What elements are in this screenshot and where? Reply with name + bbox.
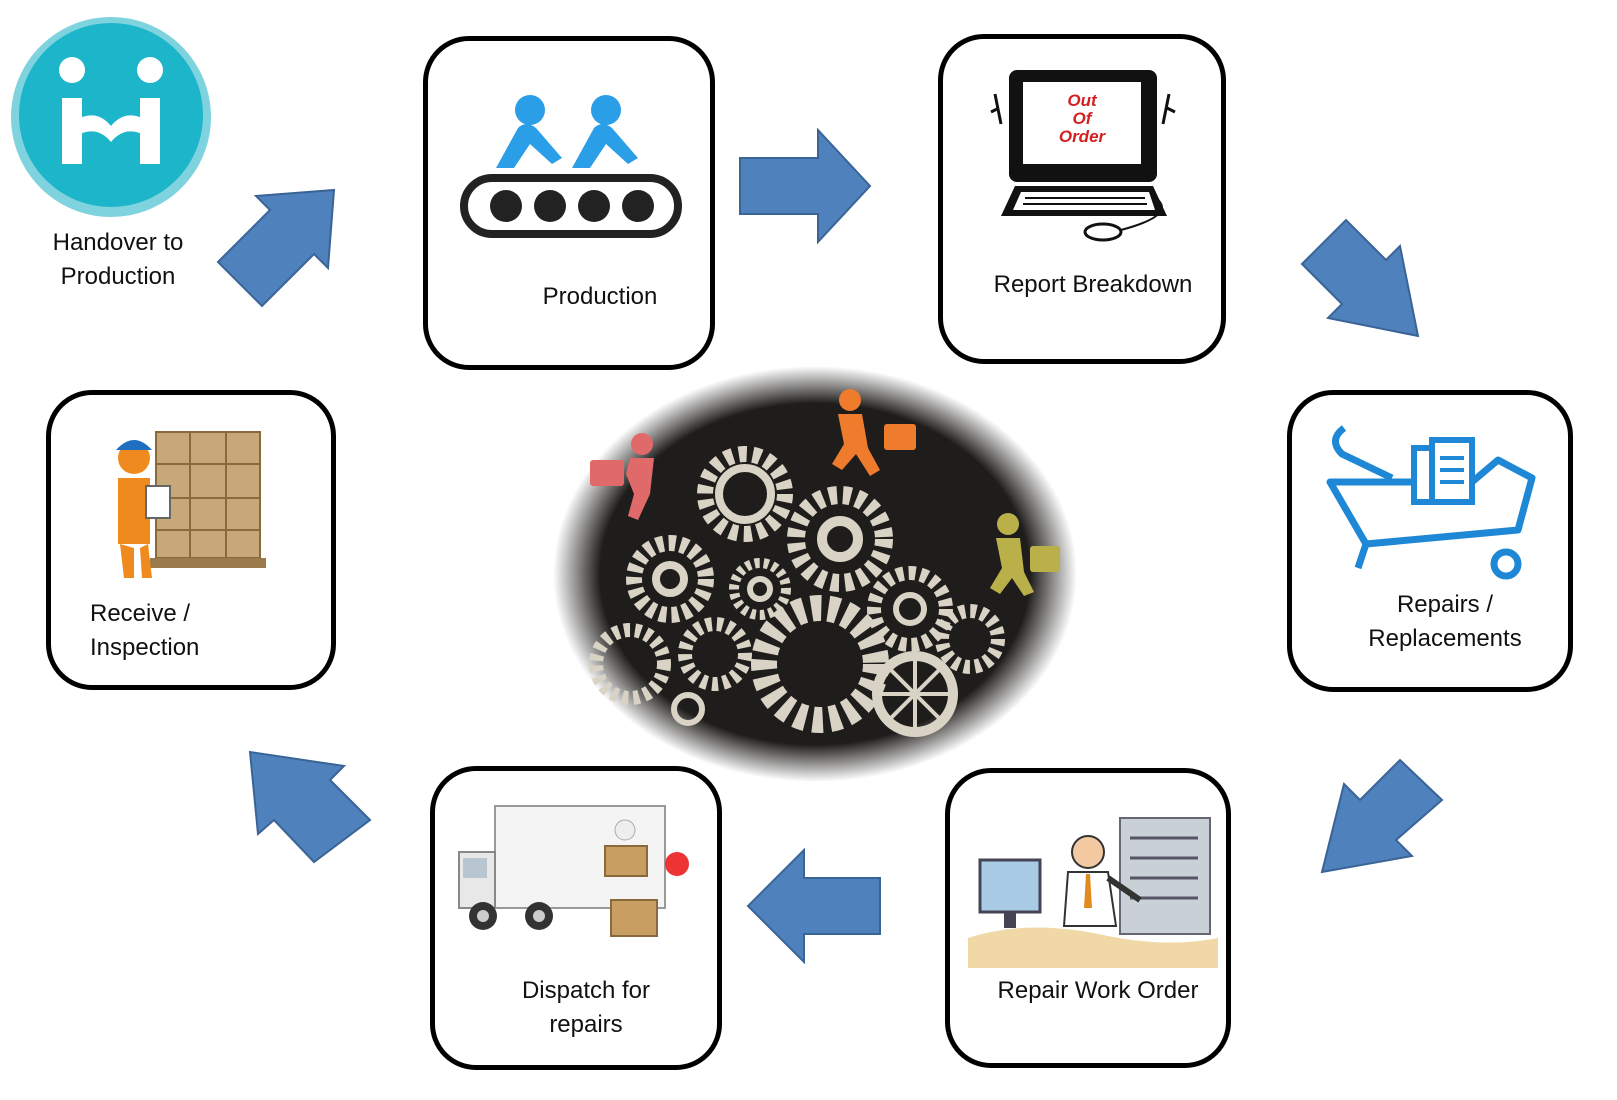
step-label-report-breakdown: Report Breakdown (993, 271, 1193, 298)
sign-order: Order (1059, 127, 1107, 146)
step-label-dispatch: Dispatch for repairs (521, 977, 651, 1038)
conveyor-workers-icon (456, 76, 686, 256)
step-label-repair-work-order: Repair Work Order (997, 977, 1199, 1004)
delivery-truck-icon (455, 790, 705, 960)
toolbox-icon (1322, 418, 1542, 580)
step-label-production: Production (542, 283, 658, 310)
arrow-handover-to-production (216, 188, 336, 308)
inspection-worker-icon (100, 408, 270, 588)
sign-out: Out (1067, 91, 1098, 110)
out-of-order-computer-icon: Out Of Order (985, 64, 1185, 244)
arrow-work-order-to-dispatch (746, 847, 881, 965)
step-box-production (423, 36, 715, 370)
step-label-handover: Handover to Production (52, 229, 184, 290)
gears-icon (550, 364, 1080, 784)
sign-of: Of (1073, 109, 1094, 128)
office-worker-icon (968, 808, 1218, 968)
handshake-icon (8, 14, 214, 220)
arrow-production-to-report (739, 127, 872, 245)
step-label-repairs: Repairs / Replacements (1368, 591, 1522, 652)
arrow-repairs-to-work-order (1320, 758, 1444, 874)
arrow-report-to-repairs (1300, 218, 1420, 338)
arrow-dispatch-to-receive (248, 750, 372, 864)
step-label-receive: Receive / Inspection (90, 600, 200, 661)
